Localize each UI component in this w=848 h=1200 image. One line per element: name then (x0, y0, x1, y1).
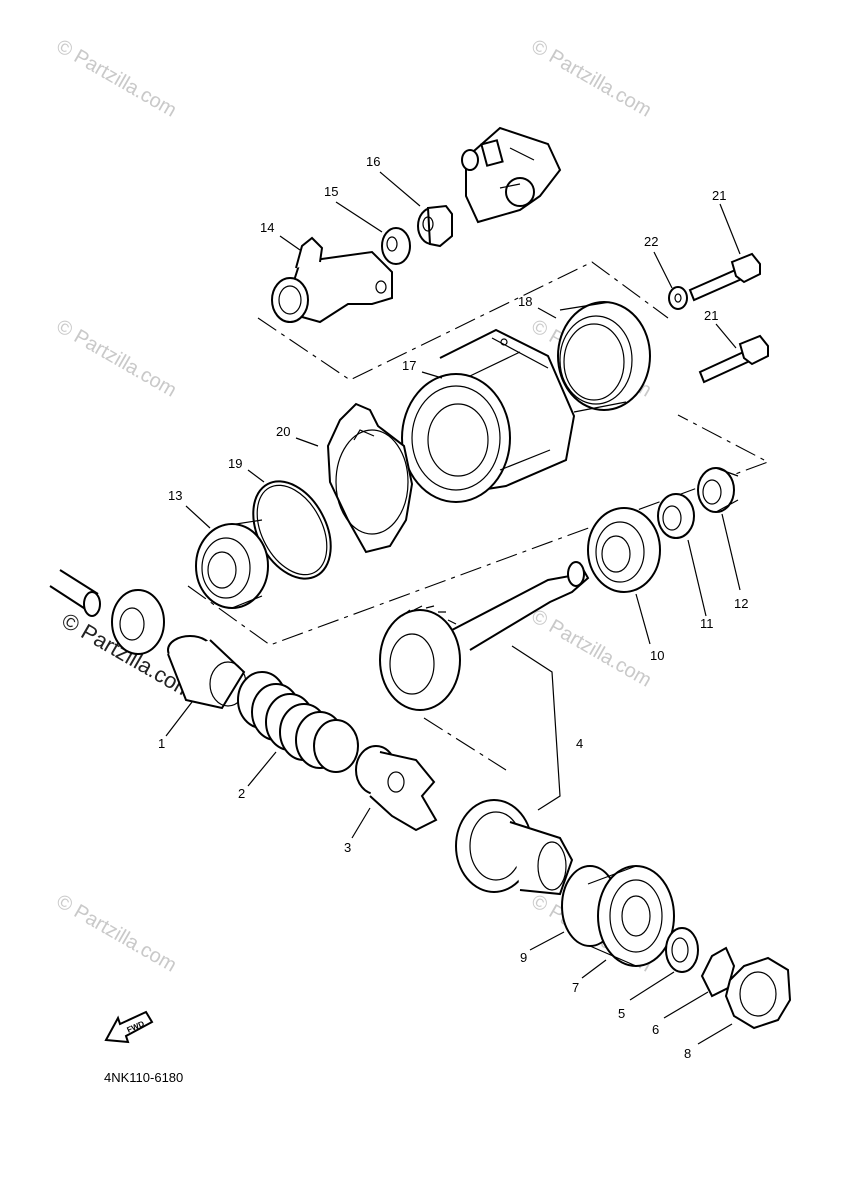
part-15-washer (381, 227, 411, 265)
part-22-washer (668, 286, 688, 310)
callout-10: 10 (650, 648, 664, 663)
shaft-end (49, 569, 165, 655)
callout-9: 9 (520, 950, 527, 965)
watermark: © Partzilla.com (53, 35, 181, 121)
callout-18: 18 (518, 294, 532, 309)
part-8-nut (724, 956, 792, 1030)
part-2-spring (237, 671, 359, 773)
part-12-collar (697, 467, 739, 513)
part-17-housing (401, 328, 576, 503)
diagram-code: 4NK110-6180 (104, 1070, 183, 1085)
part-13-bearing (195, 519, 269, 609)
watermark: © Partzilla.com (528, 35, 656, 121)
part-16-nut (417, 204, 453, 248)
callout-11: 11 (700, 616, 714, 631)
callout-7: 7 (572, 980, 579, 995)
callout-19: 19 (228, 456, 242, 471)
callout-13: 13 (168, 488, 182, 503)
part-1-collar (167, 635, 247, 710)
part-10-bearing (587, 507, 661, 593)
callout-20: 20 (276, 424, 290, 439)
part-21-bolt-lower (698, 334, 769, 384)
callout-6: 6 (652, 1022, 659, 1037)
callout-17: 17 (402, 358, 416, 373)
callout-3: 3 (344, 840, 351, 855)
callout-14: 14 (260, 220, 274, 235)
part-3-coupling (355, 745, 438, 832)
callout-21-lower: 21 (704, 308, 718, 323)
part-20-plate (326, 402, 414, 554)
callout-22: 22 (644, 234, 658, 249)
callout-15: 15 (324, 184, 338, 199)
leader-lines (165, 171, 741, 1045)
callouts: 14 15 16 18 17 20 19 13 21 22 21 1 2 3 4… (158, 154, 748, 1061)
watermark: © Partzilla.com (528, 605, 656, 691)
callout-8: 8 (684, 1046, 691, 1061)
callout-4: 4 (576, 736, 583, 751)
watermark: © Partzilla.com (53, 315, 181, 401)
part-4-pinion-shaft (379, 561, 590, 711)
callout-5: 5 (618, 1006, 625, 1021)
assembly-boundaries (187, 261, 770, 771)
part-11-washer (657, 493, 695, 539)
watermark: © Partzilla.com (53, 890, 181, 976)
part-5-washer (665, 927, 699, 973)
part-4-ring-gear (455, 799, 574, 896)
part-18-ring (557, 301, 651, 413)
fwd-arrow-icon: FWD (104, 1010, 154, 1044)
callout-12: 12 (734, 596, 748, 611)
part-21-bolt-upper (688, 252, 761, 302)
universal-joint (461, 126, 562, 224)
part-7-bearing (587, 865, 675, 967)
callout-21-upper: 21 (712, 188, 726, 203)
callout-1: 1 (158, 736, 165, 751)
callout-2: 2 (238, 786, 245, 801)
part-14-yoke (271, 236, 393, 324)
callout-16: 16 (366, 154, 380, 169)
